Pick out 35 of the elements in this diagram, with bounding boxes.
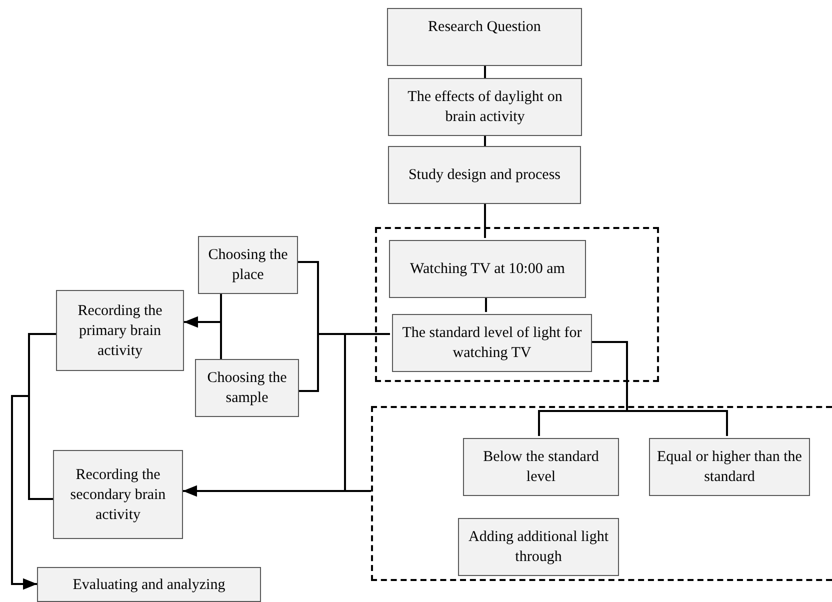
box-text: The standard level of light for watching TV <box>401 324 583 363</box>
box-text: Recording the secondary brain activity <box>69 466 167 524</box>
process-box <box>56 290 184 371</box>
box-text: Recording the primary brain activity <box>76 302 164 360</box>
process-box <box>389 240 586 298</box>
process-box <box>388 146 581 204</box>
box-text: Choosing the sample <box>206 369 288 408</box>
connector-line <box>485 296 487 312</box>
box-text: Equal or higher than the standard <box>656 448 803 487</box>
box-text: Adding additional light through <box>468 528 610 567</box>
dashed-group-box <box>371 406 832 581</box>
process-box <box>649 438 810 496</box>
process-box <box>53 450 183 539</box>
box-text: Research Question <box>428 18 541 37</box>
process-box <box>458 518 619 576</box>
connector-line <box>484 136 486 146</box>
arrow <box>183 485 371 497</box>
process-box <box>392 314 592 372</box>
box-text: Choosing the place <box>207 246 289 285</box>
box-text: The effects of daylight on brain activity <box>406 88 564 127</box>
box-text: Study design and process <box>408 166 561 185</box>
process-box <box>388 78 582 136</box>
connector-line <box>484 204 486 238</box>
process-box <box>37 567 261 602</box>
process-box <box>198 236 298 294</box>
dashed-group-box <box>375 227 659 382</box>
process-box <box>195 359 299 417</box>
box-text: Evaluating and analyzing <box>72 576 226 594</box>
box-text: Watching TV at 10:00 am <box>410 260 565 279</box>
arrow <box>11 395 53 590</box>
arrow <box>184 316 222 359</box>
connector-line <box>484 66 486 78</box>
box-text: Below the standard level <box>482 448 600 487</box>
process-box <box>387 8 582 66</box>
process-box <box>463 438 619 496</box>
